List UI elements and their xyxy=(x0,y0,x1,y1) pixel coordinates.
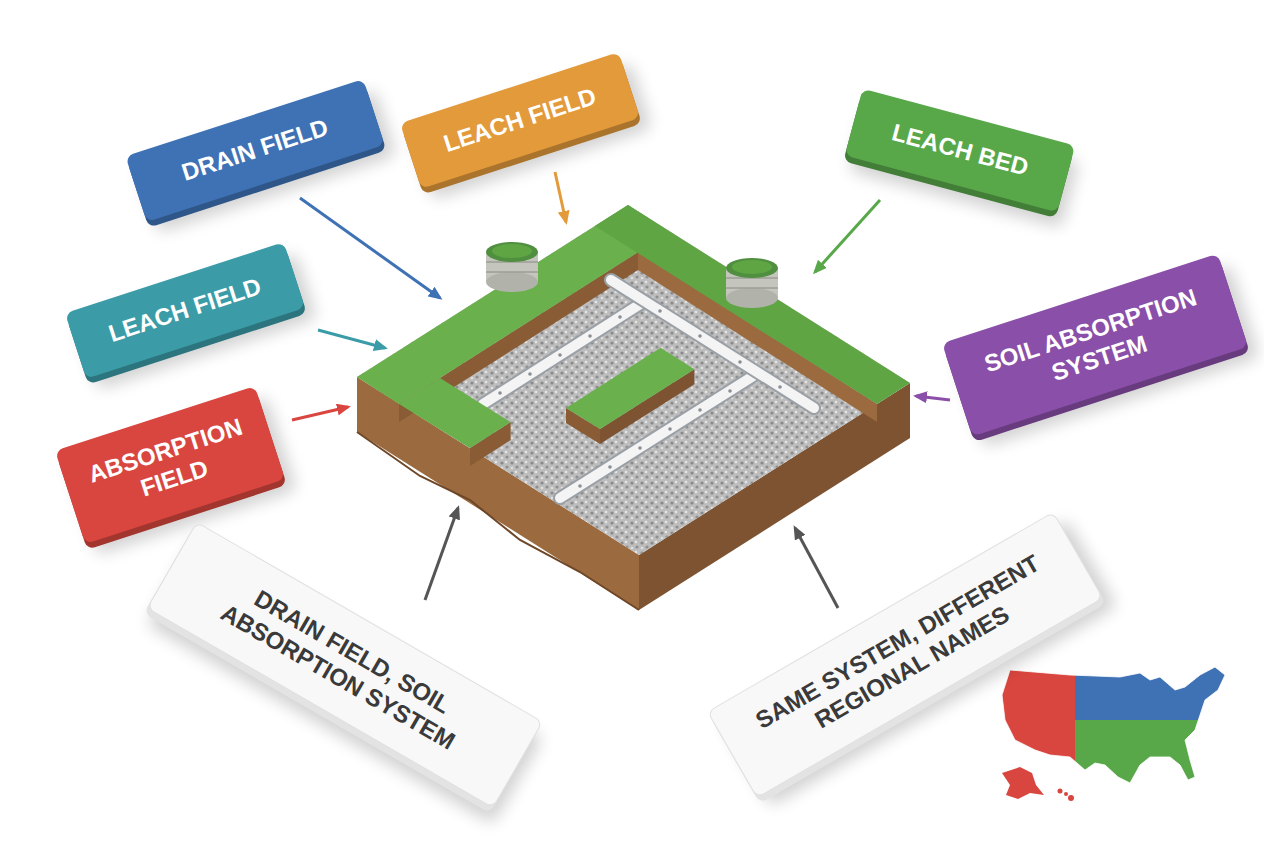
tag-text: LEACH BED xyxy=(867,112,1052,187)
leader-arrows xyxy=(292,172,950,608)
tag-text: SAME SYSTEM, DIFFERENT REGIONAL NAMES xyxy=(734,539,1076,770)
tag-text: LEACH FIELD xyxy=(423,76,616,163)
grass-cover xyxy=(357,205,910,466)
tag-text: DRAIN FIELD xyxy=(149,103,361,197)
tank-lid xyxy=(486,242,538,292)
name-tag: LEACH BED xyxy=(845,88,1075,211)
tag-text: DRAIN FIELD, SOIL ABSORPTION SYSTEM xyxy=(174,549,516,780)
soil-block xyxy=(357,205,910,610)
name-tag: SOIL ABSORPTION SYSTEM xyxy=(942,254,1248,436)
tag-text: SOIL ABSORPTION SYSTEM xyxy=(965,278,1224,411)
note-box: SAME SYSTEM, DIFFERENT REGIONAL NAMES xyxy=(707,512,1103,798)
name-tag: ABSORPTION FIELD xyxy=(55,386,285,544)
tank-lid xyxy=(726,258,778,308)
tag-text: LEACH FIELD xyxy=(88,266,281,353)
name-tag: LEACH FIELD xyxy=(65,242,305,379)
name-tag: DRAIN FIELD xyxy=(125,79,384,222)
name-tag: LEACH FIELD xyxy=(400,52,640,189)
note-box: DRAIN FIELD, SOIL ABSORPTION SYSTEM xyxy=(147,522,543,808)
us-region-map xyxy=(1000,665,1235,801)
tag-text: ABSORPTION FIELD xyxy=(78,411,261,520)
